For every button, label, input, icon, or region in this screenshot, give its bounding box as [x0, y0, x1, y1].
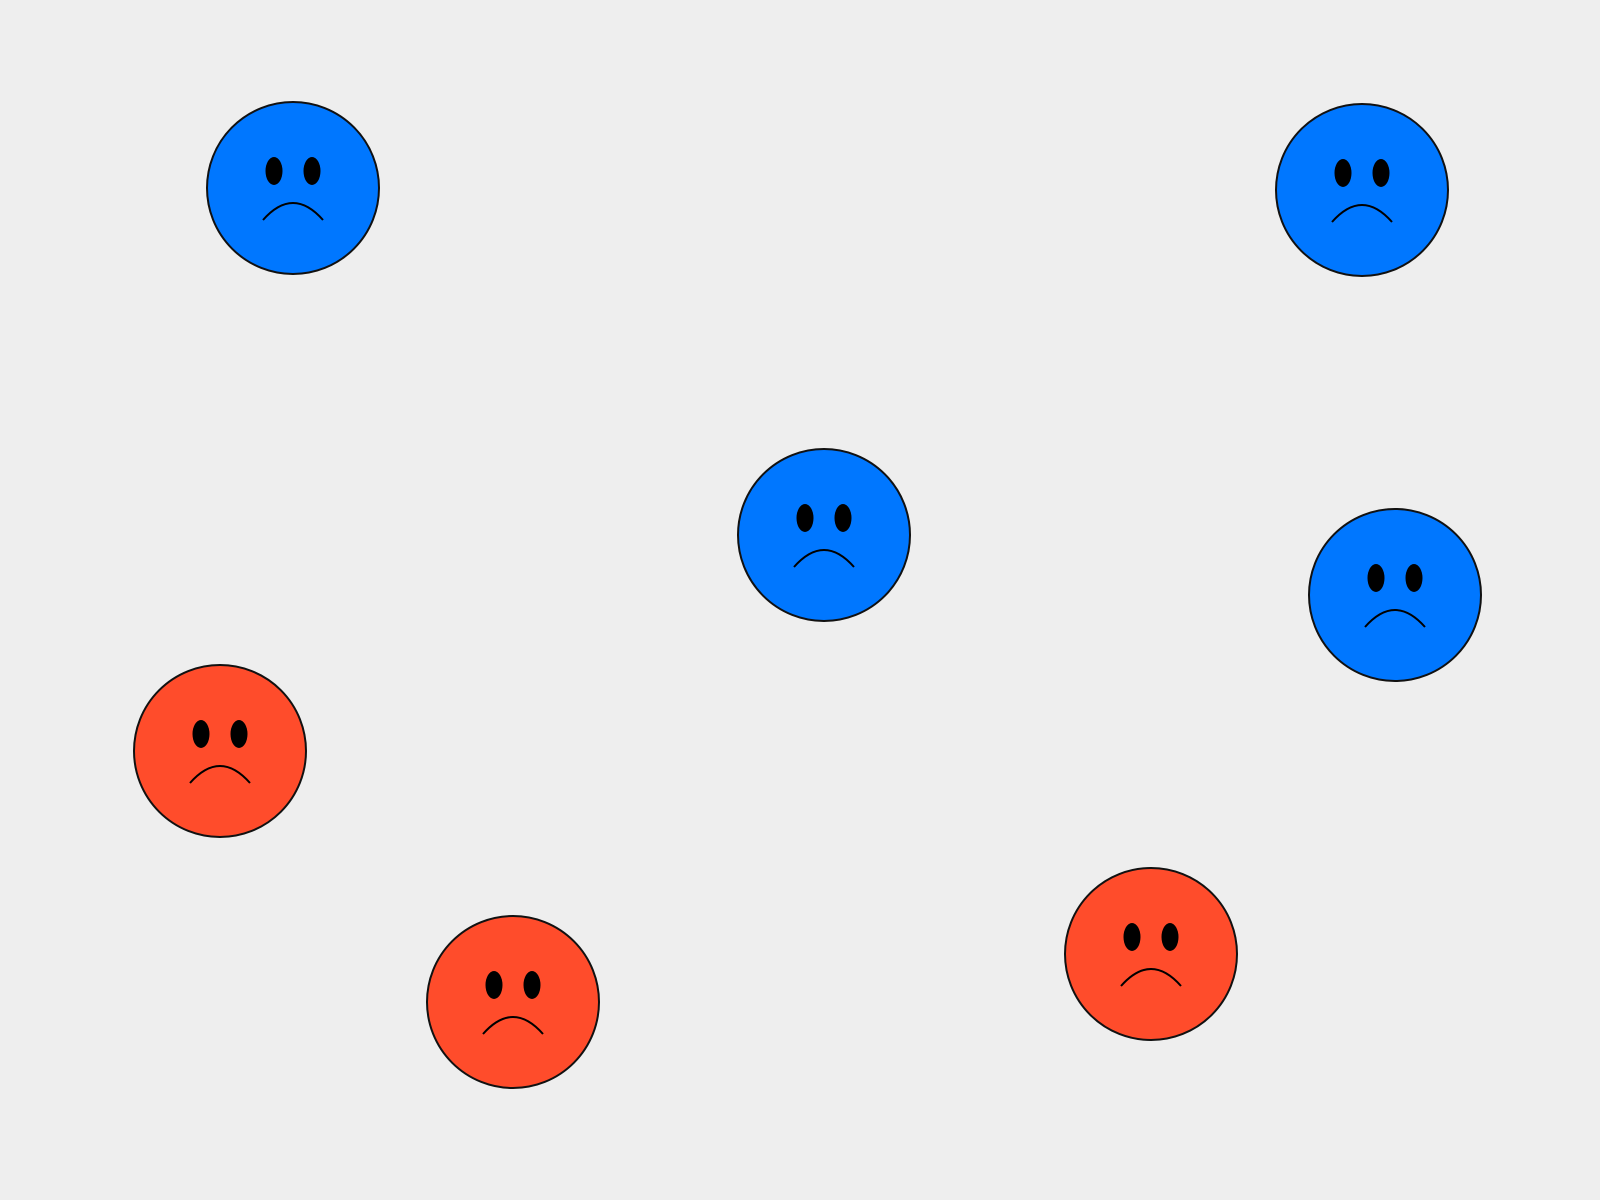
- face-circle: [737, 448, 911, 622]
- frown-mouth-icon: [262, 202, 324, 221]
- sad-face-blue-2: [1275, 103, 1449, 277]
- frown-mouth-icon: [1331, 204, 1393, 223]
- left-eye-icon: [796, 504, 814, 532]
- face-circle: [206, 101, 380, 275]
- frown-mouth-icon: [482, 1016, 544, 1035]
- left-eye-icon: [1367, 564, 1385, 592]
- left-eye-icon: [1123, 923, 1141, 951]
- right-eye-icon: [1372, 159, 1390, 187]
- right-eye-icon: [523, 971, 541, 999]
- left-eye-icon: [1334, 159, 1352, 187]
- right-eye-icon: [303, 157, 321, 185]
- right-eye-icon: [1161, 923, 1179, 951]
- left-eye-icon: [485, 971, 503, 999]
- sad-face-blue-1: [206, 101, 380, 275]
- frown-mouth-icon: [1364, 609, 1426, 628]
- faces-layer: [133, 101, 1482, 1089]
- sad-face-blue-3: [737, 448, 911, 622]
- face-circle: [133, 664, 307, 838]
- sad-face-red-2: [426, 915, 600, 1089]
- sad-face-blue-4: [1308, 508, 1482, 682]
- right-eye-icon: [834, 504, 852, 532]
- frown-mouth-icon: [1120, 968, 1182, 987]
- sad-face-red-1: [133, 664, 307, 838]
- right-eye-icon: [230, 720, 248, 748]
- left-eye-icon: [192, 720, 210, 748]
- frown-mouth-icon: [793, 549, 855, 568]
- face-circle: [426, 915, 600, 1089]
- face-circle: [1064, 867, 1238, 1041]
- face-circle: [1308, 508, 1482, 682]
- face-circle: [1275, 103, 1449, 277]
- frown-mouth-icon: [189, 765, 251, 784]
- left-eye-icon: [265, 157, 283, 185]
- right-eye-icon: [1405, 564, 1423, 592]
- sad-face-red-3: [1064, 867, 1238, 1041]
